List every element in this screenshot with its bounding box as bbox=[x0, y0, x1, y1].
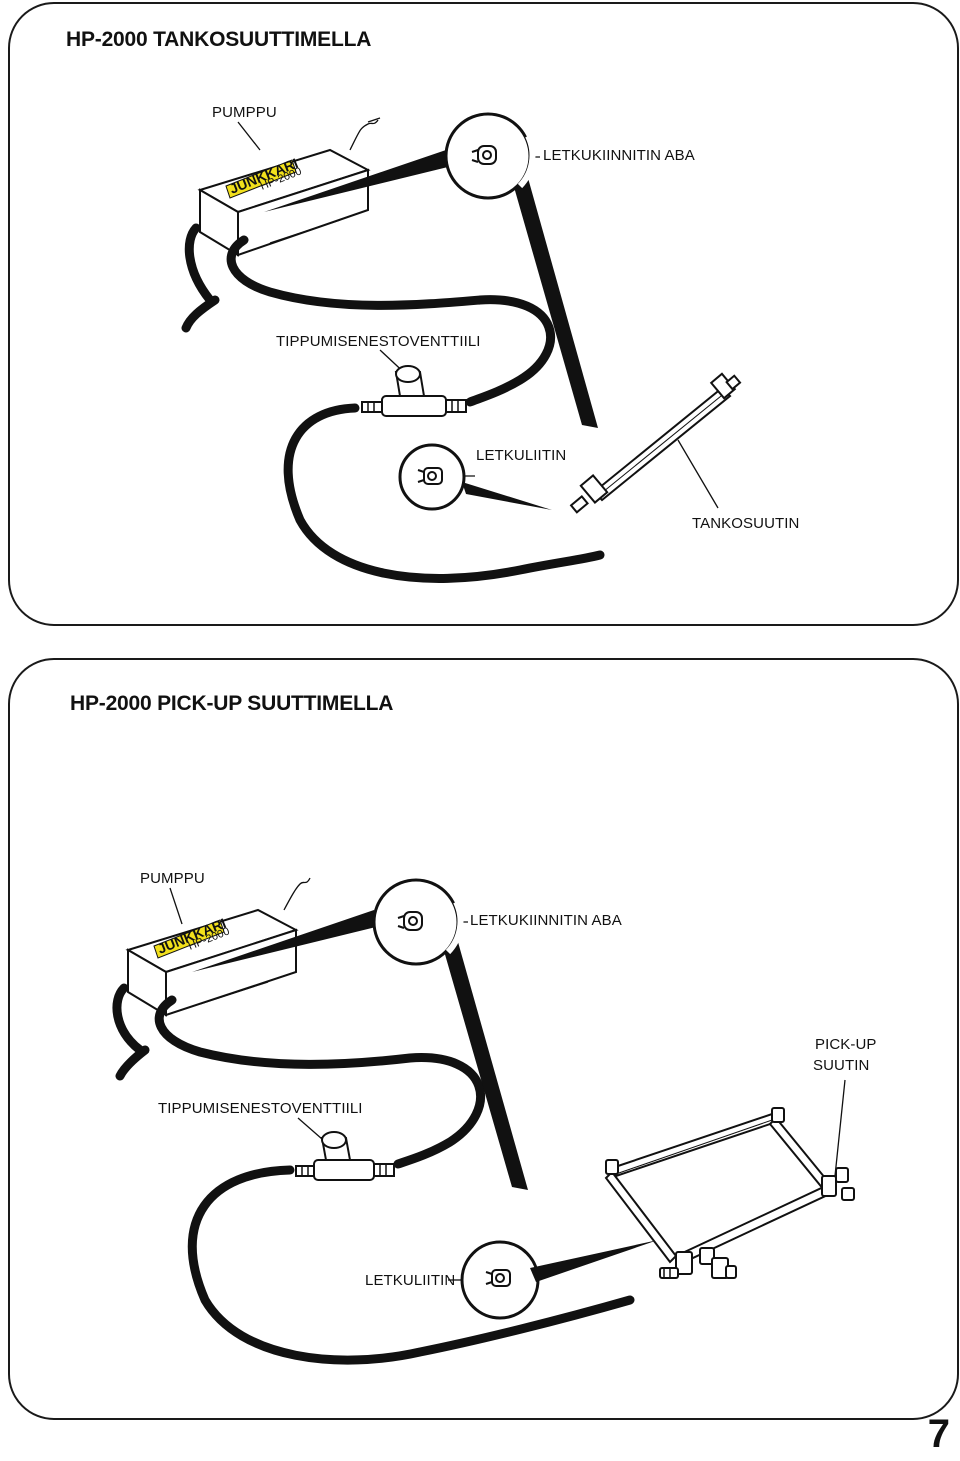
hose-clamp-icon-2 bbox=[397, 911, 423, 931]
label-hose-connector-aba-2: LETKUKIINNITIN ABA bbox=[470, 912, 622, 929]
label-anti-drip-valve: TIPPUMISENESTOVENTTIILI bbox=[276, 333, 481, 350]
label-pump: PUMPPU bbox=[212, 104, 277, 121]
hose-clamp-icon bbox=[471, 145, 497, 165]
aba-callout-wedge-2 bbox=[192, 910, 380, 972]
connector-callout-wedge bbox=[462, 482, 552, 510]
bar-nozzle-diagram: JUNKKARI HP-2000 bbox=[181, 112, 742, 583]
aba-to-valve-wedge-2 bbox=[442, 942, 528, 1190]
pickup-leader-line bbox=[834, 1079, 846, 1177]
label-pickup-nozzle-line2: SUUTIN bbox=[813, 1057, 870, 1074]
nozzle-hose-2 bbox=[187, 1165, 635, 1365]
nozzle-hose bbox=[283, 403, 605, 583]
pump-leader-line bbox=[237, 121, 261, 151]
pickup-nozzle-icon bbox=[604, 1107, 855, 1279]
label-anti-drip-valve-2: TIPPUMISENESTOVENTTIILI bbox=[158, 1100, 363, 1117]
pump-icon-2: JUNKKARI HP-2000 bbox=[125, 908, 299, 1017]
label-hose-connector-2: LETKULIITIN bbox=[365, 1272, 456, 1289]
panel-bottom-title: HP-2000 PICK-UP SUUTTIMELLA bbox=[70, 692, 394, 715]
panel-top-title: HP-2000 TANKOSUUTTIMELLA bbox=[66, 28, 372, 51]
hose-connector-icon-2 bbox=[485, 1269, 511, 1287]
pressure-hose bbox=[226, 235, 555, 407]
power-cable bbox=[349, 119, 379, 151]
label-hose-connector: LETKULIITIN bbox=[476, 447, 567, 464]
connector-callout-wedge-2 bbox=[530, 1240, 658, 1282]
label-pickup-nozzle-line1: PICK-UP bbox=[815, 1036, 877, 1053]
label-bar-nozzle: TANKOSUUTIN bbox=[692, 515, 800, 532]
aba-to-nozzle-wedge bbox=[512, 178, 598, 428]
nozzle-leader-line bbox=[677, 439, 719, 509]
panel-bar-nozzle-setup bbox=[8, 2, 959, 626]
pump-leader-line-2 bbox=[169, 887, 183, 925]
hose-connector-icon bbox=[417, 467, 443, 485]
anti-drip-valve-icon bbox=[361, 365, 467, 417]
page-number: 7 bbox=[927, 1412, 950, 1456]
label-pump-2: PUMPPU bbox=[140, 870, 205, 887]
aba-callout-wedge bbox=[264, 150, 452, 212]
label-hose-connector-aba: LETKUKIINNITIN ABA bbox=[543, 147, 695, 164]
inlet-hose-2 bbox=[112, 983, 150, 1081]
bar-nozzle-icon bbox=[569, 372, 742, 514]
inlet-hose bbox=[181, 223, 220, 333]
pressure-hose-2 bbox=[154, 995, 486, 1169]
anti-drip-valve-icon-2 bbox=[295, 1131, 395, 1181]
